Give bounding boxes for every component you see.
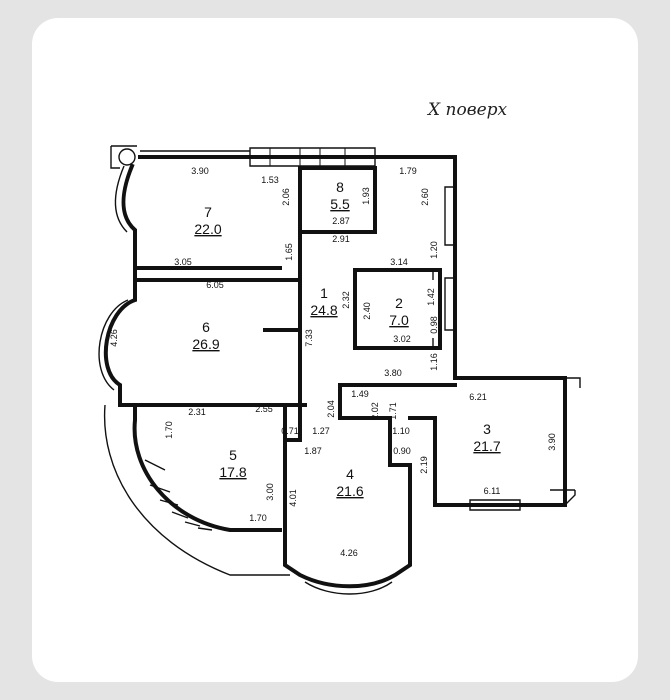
paper-sheet bbox=[32, 18, 638, 682]
dim-label: 3.80 bbox=[384, 368, 402, 378]
dim-label: 6.21 bbox=[469, 392, 487, 402]
room-4-number: 4 bbox=[346, 466, 354, 482]
dim-label: 0.71 bbox=[281, 426, 299, 436]
room-2-area: 7.0 bbox=[389, 312, 409, 328]
dim-label: 1.16 bbox=[429, 353, 439, 371]
dim-label: 1.27 bbox=[312, 426, 330, 436]
dim-label: 1.20 bbox=[429, 241, 439, 259]
walls bbox=[98, 145, 581, 595]
room-8-area: 5.5 bbox=[330, 196, 350, 212]
dim-label: 3.90 bbox=[191, 166, 209, 176]
dim-label: 2.32 bbox=[341, 291, 351, 309]
dim-label: 4.01 bbox=[288, 489, 298, 507]
dim-label: 7.33 bbox=[304, 329, 314, 347]
dimension-labels: 3.90 1.53 1.79 2.06 1.93 2.87 2.91 2.60 … bbox=[109, 166, 557, 558]
dim-label: 1.93 bbox=[361, 187, 371, 205]
dim-label: 4.26 bbox=[340, 548, 358, 558]
room-5-area: 17.8 bbox=[219, 464, 246, 480]
dim-label: 2.31 bbox=[188, 407, 206, 417]
dim-label: 0.98 bbox=[429, 316, 439, 334]
room-4-area: 21.6 bbox=[336, 483, 363, 499]
dim-label: 2.06 bbox=[281, 188, 291, 206]
dim-label: 2.91 bbox=[332, 234, 350, 244]
room-7-number: 7 bbox=[204, 204, 212, 220]
room-5-number: 5 bbox=[229, 447, 237, 463]
dim-label: 3.90 bbox=[547, 433, 557, 451]
dim-label: 1.42 bbox=[426, 288, 436, 306]
room-7-area: 22.0 bbox=[194, 221, 221, 237]
dim-label: 1.65 bbox=[284, 243, 294, 261]
room-3-number: 3 bbox=[483, 421, 491, 437]
dim-label: 2.02 bbox=[370, 402, 380, 420]
room-8-number: 8 bbox=[336, 179, 344, 195]
dim-label: 1.49 bbox=[351, 389, 369, 399]
dim-label: 4.26 bbox=[109, 329, 119, 347]
room-labels: 7 22.0 8 5.5 1 24.8 2 7.0 6 26.9 3 21.7 … bbox=[192, 179, 500, 499]
dim-label: 3.02 bbox=[393, 334, 411, 344]
dim-label: 2.60 bbox=[420, 188, 430, 206]
dim-label: 0.90 bbox=[393, 446, 411, 456]
dim-label: 2.40 bbox=[362, 302, 372, 320]
dim-label: 3.05 bbox=[174, 257, 192, 267]
room-6-number: 6 bbox=[202, 319, 210, 335]
room-2-number: 2 bbox=[395, 295, 403, 311]
dim-label: 1.70 bbox=[164, 421, 174, 439]
dim-label: 2.55 bbox=[255, 404, 273, 414]
dim-label: 3.00 bbox=[265, 483, 275, 501]
dim-label: 2.87 bbox=[332, 216, 350, 226]
room-3-area: 21.7 bbox=[473, 438, 500, 454]
room-6-area: 26.9 bbox=[192, 336, 219, 352]
floor-label: X поверх bbox=[426, 100, 508, 120]
dim-label: 1.71 bbox=[388, 402, 398, 420]
dim-label: 1.53 bbox=[261, 175, 279, 185]
room-1-number: 1 bbox=[320, 285, 328, 301]
room-1-area: 24.8 bbox=[310, 302, 337, 318]
dim-label: 1.10 bbox=[392, 426, 410, 436]
dim-label: 1.79 bbox=[399, 166, 417, 176]
dim-label: 3.14 bbox=[390, 257, 408, 267]
dim-label: 6.05 bbox=[206, 280, 224, 290]
dim-label: 6.11 bbox=[484, 486, 501, 496]
dim-label: 2.19 bbox=[419, 456, 429, 474]
dim-label: 1.70 bbox=[249, 513, 267, 523]
dim-label: 2.04 bbox=[326, 400, 336, 418]
dim-label: 1.87 bbox=[304, 446, 322, 456]
